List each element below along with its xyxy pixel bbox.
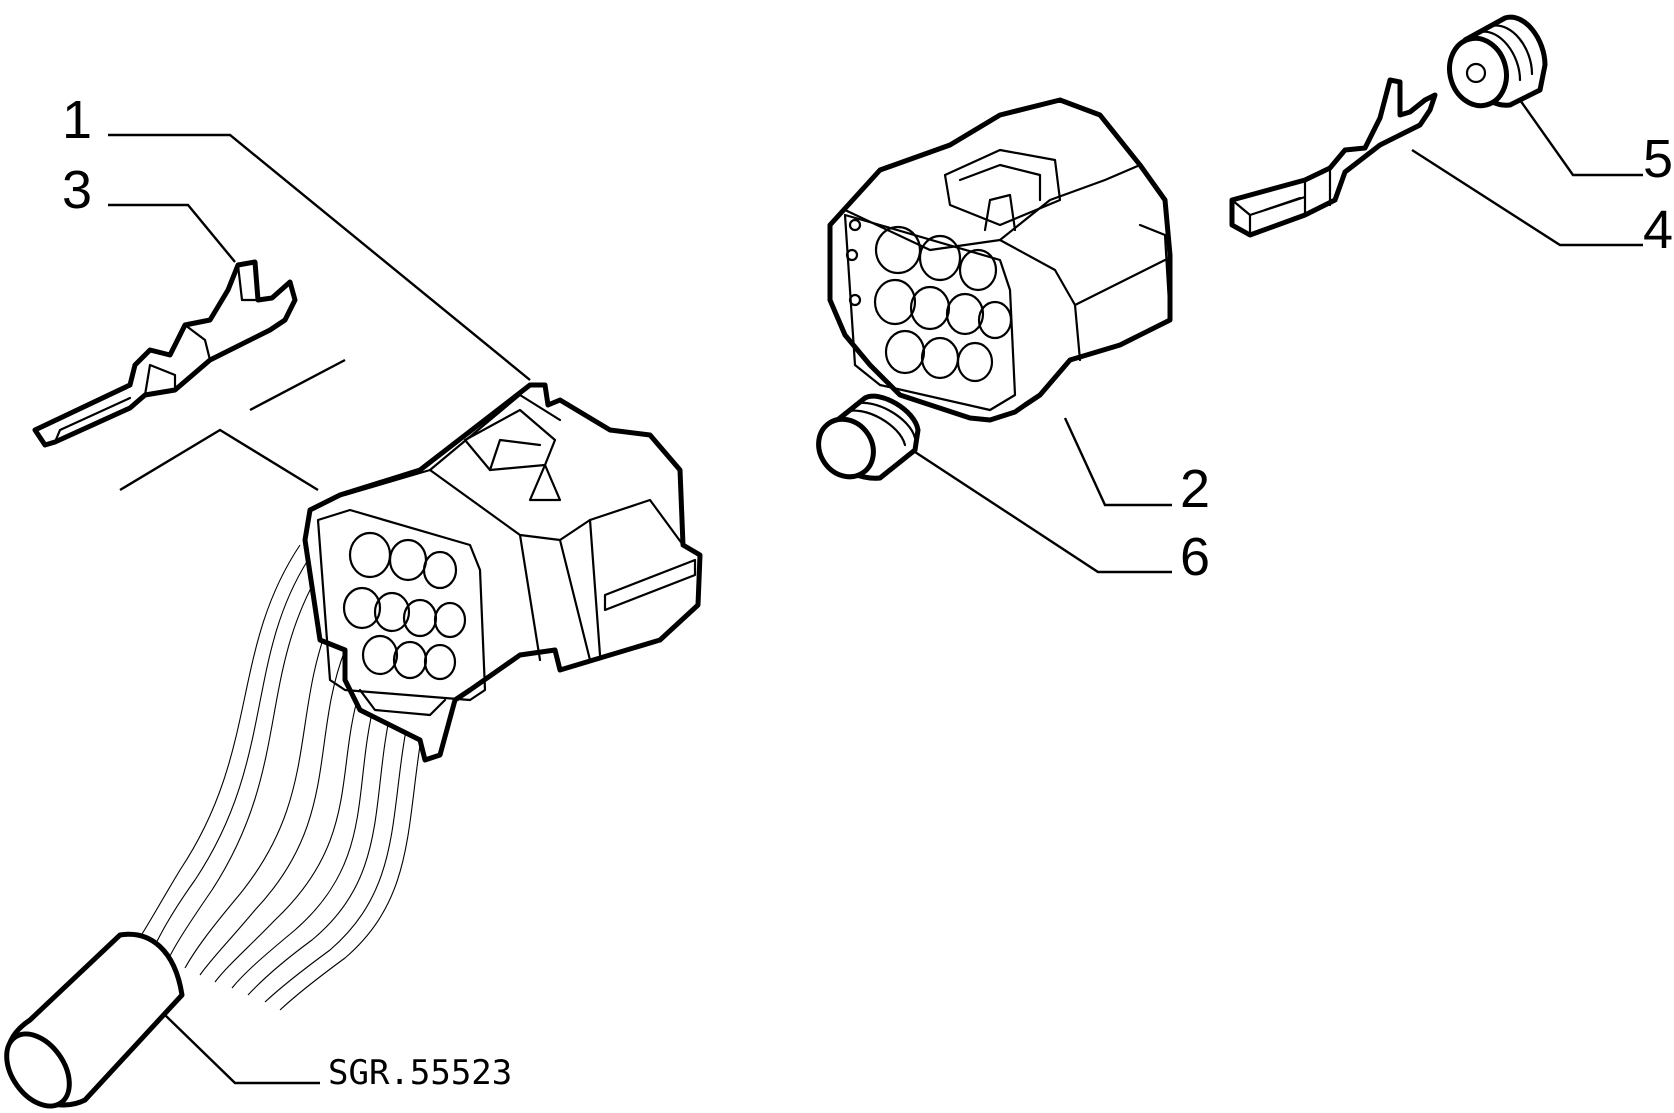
leader-4 [1411, 148, 1643, 247]
leader-3 [108, 203, 236, 263]
terminal-4 [1229, 77, 1438, 238]
leader-6 [911, 448, 1172, 574]
callout-3: 3 [62, 160, 92, 220]
leader-2 [1063, 417, 1172, 507]
callout-4: 4 [1643, 200, 1673, 260]
leader-lines [108, 99, 1643, 1085]
terminal-3 [32, 259, 298, 448]
callout-6: 6 [1180, 527, 1210, 587]
wire-harness [129, 544, 426, 1011]
drawing-code: SGR.55523 [328, 1053, 512, 1093]
callout-5: 5 [1643, 129, 1673, 189]
cable-sheath [4, 931, 185, 1109]
leader-1 [108, 133, 531, 381]
callout-2: 2 [1180, 459, 1210, 519]
connector-housing-1 [302, 382, 703, 763]
leader-code [164, 1014, 320, 1085]
callout-1: 1 [62, 90, 92, 150]
wire-seal-5 [1447, 14, 1548, 109]
section-mark [119, 428, 319, 492]
seal-plug-6 [816, 393, 921, 481]
leader-5 [1519, 99, 1643, 177]
connector-housing-2 [827, 97, 1173, 423]
callout-labels: 1 3 2 6 5 4 SGR.55523 [62, 90, 1673, 1093]
section-mark [249, 358, 346, 412]
